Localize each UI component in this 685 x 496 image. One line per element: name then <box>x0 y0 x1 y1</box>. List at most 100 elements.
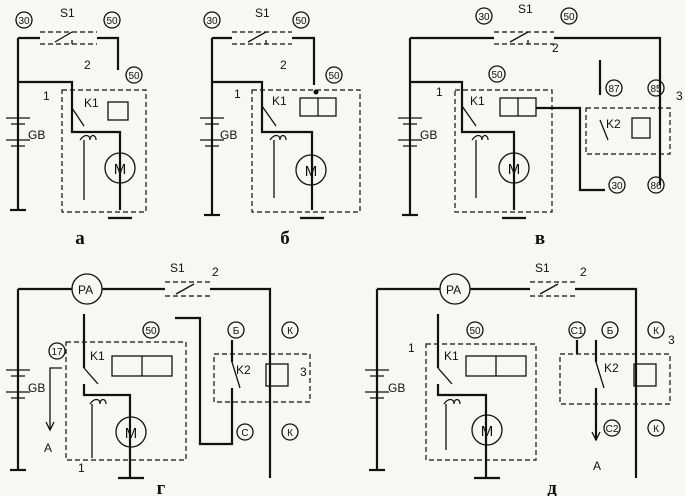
motor-label: M <box>305 163 318 180</box>
k2-coil <box>265 363 289 387</box>
terminal-50b-label: 50 <box>128 71 140 82</box>
terminal-c2-label: C2 <box>606 424 619 435</box>
battery-label: GB <box>420 128 437 142</box>
panel-caption: а <box>75 228 85 249</box>
label-1: 1 <box>43 89 50 103</box>
terminal-50-label: 50 <box>145 326 157 337</box>
terminal-k-label: К <box>653 326 659 337</box>
terminal-c1 <box>568 321 586 339</box>
label-2: 2 <box>212 265 219 279</box>
s1-label: S1 <box>60 6 75 20</box>
label-3: 3 <box>676 89 683 103</box>
terminal-85 <box>647 79 665 97</box>
motor-label: M <box>508 161 521 178</box>
terminal-50 <box>292 11 310 29</box>
motor <box>498 152 530 184</box>
terminal-c1-label: C1 <box>571 326 584 337</box>
label-3: 3 <box>300 365 307 379</box>
panel-a: 30 50 50 S1 2 1 GB K1 M а <box>6 6 147 249</box>
terminal-87-label: 87 <box>608 84 620 95</box>
terminal-86 <box>647 176 665 194</box>
k2-coil <box>633 363 657 387</box>
arrow-a-label: A <box>44 441 52 455</box>
panel-v: 30 50 50 87 85 30 86 S1 2 1 3 GB K1 M K2 <box>398 2 683 249</box>
terminal-30 <box>203 11 221 29</box>
terminal-50-label: 50 <box>469 326 481 337</box>
arrow-a-label: A <box>593 459 601 473</box>
k2-coil <box>631 117 651 139</box>
terminal-50 <box>466 321 484 339</box>
k1-coil <box>107 101 129 121</box>
k1-label: K1 <box>90 349 105 363</box>
terminal-86-label: 86 <box>650 181 662 192</box>
k2-label: K2 <box>236 363 251 377</box>
motor <box>295 154 327 186</box>
terminal-50-label: 50 <box>295 16 307 27</box>
pa-gauge <box>439 273 471 305</box>
label-2: 2 <box>552 41 559 55</box>
motor-label: M <box>481 423 494 440</box>
terminal-c-label: С <box>241 428 248 439</box>
terminal-85-label: 85 <box>650 84 662 95</box>
motor <box>104 152 136 184</box>
label-1: 1 <box>408 341 415 355</box>
terminal-50 <box>103 11 121 29</box>
terminal-c2 <box>603 419 621 437</box>
terminal-30 <box>15 11 33 29</box>
terminal-50 <box>142 321 160 339</box>
terminal-k-label: К <box>287 326 293 337</box>
panel-d: PA S1 2 GB 1 50 K1 M C1 Б К C2 К K2 <box>365 261 675 496</box>
terminal-k2 <box>647 419 665 437</box>
terminal-50b <box>325 66 343 84</box>
s1-label: S1 <box>518 2 533 16</box>
label-3: 3 <box>668 333 675 347</box>
motor-label: M <box>114 161 127 178</box>
panel-b: 30 50 50 S1 2 1 GB K1 M б <box>200 6 361 249</box>
k1-label: K1 <box>470 94 485 108</box>
battery-label: GB <box>28 128 45 142</box>
motor-label: M <box>125 425 138 442</box>
pa-label: PA <box>446 283 461 297</box>
terminal-50-label: 50 <box>106 16 118 27</box>
relay-k2-box <box>585 107 671 155</box>
s1-label: S1 <box>535 261 550 275</box>
k2-label: K2 <box>606 117 621 131</box>
motor <box>471 414 503 446</box>
s1-label: S1 <box>170 261 185 275</box>
label-2: 2 <box>280 58 287 72</box>
terminal-30 <box>475 7 493 25</box>
terminal-17 <box>48 342 66 360</box>
terminal-c <box>236 423 254 441</box>
k1-label: K1 <box>84 96 99 110</box>
label-1: 1 <box>78 461 85 475</box>
terminal-k <box>647 321 665 339</box>
motor <box>115 416 147 448</box>
label-1: 1 <box>436 85 443 99</box>
terminal-50b-label: 50 <box>328 71 340 82</box>
s1-label: S1 <box>255 6 270 20</box>
panel-g: PA S1 2 GB 17 A 50 K1 M 1 Б К С К K2 <box>6 261 311 496</box>
k1-label: K1 <box>444 349 459 363</box>
terminal-50b <box>125 66 143 84</box>
panel-caption: г <box>157 478 166 496</box>
panel-caption: б <box>280 228 290 249</box>
terminal-87 <box>605 79 623 97</box>
terminal-50-label: 50 <box>563 12 575 23</box>
terminal-30-label: 30 <box>18 16 30 27</box>
terminal-k2-label: К <box>653 424 659 435</box>
battery-label: GB <box>28 381 45 395</box>
terminal-50b <box>488 65 506 83</box>
battery-label: GB <box>388 381 405 395</box>
terminal-b <box>601 321 619 339</box>
pa-gauge <box>71 273 103 305</box>
label-2: 2 <box>580 265 587 279</box>
terminal-30c <box>608 176 626 194</box>
label-1: 1 <box>234 87 241 101</box>
terminal-50b-label: 50 <box>491 70 503 81</box>
terminal-k2-label: К <box>287 428 293 439</box>
terminal-30-label: 30 <box>478 12 490 23</box>
panel-caption: д <box>547 478 557 496</box>
battery-label: GB <box>220 128 237 142</box>
terminal-b <box>227 321 245 339</box>
